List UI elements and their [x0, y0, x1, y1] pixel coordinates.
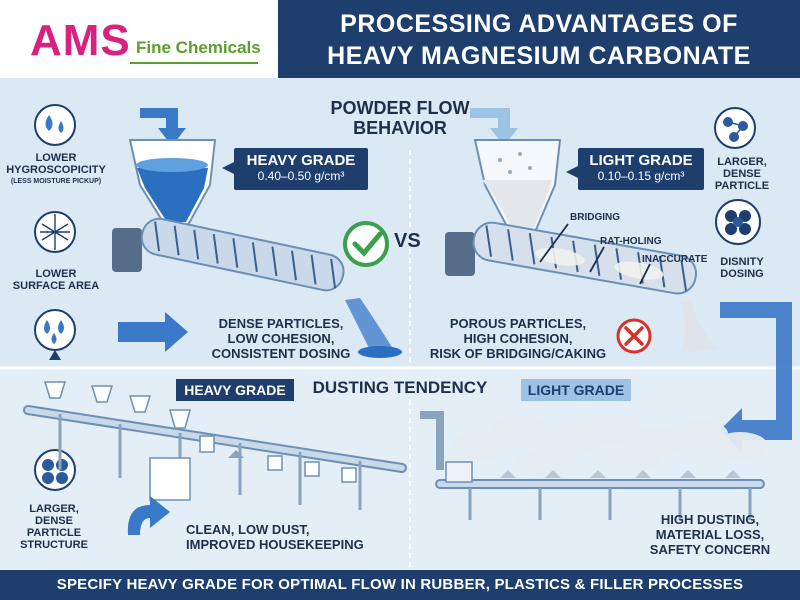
particle-structure-line4: STRUCTURE	[20, 539, 88, 551]
header-bar	[278, 0, 800, 78]
light-conveyor	[420, 411, 768, 520]
logo-subtitle: Fine Chemicals	[136, 38, 261, 57]
particle-cluster-icon	[34, 449, 76, 491]
right-particle-label: LARGER, DENSE PARTICLE	[700, 156, 784, 192]
right-dosing-line1: DISNITY	[720, 256, 764, 268]
molecule-icon	[714, 107, 756, 149]
heavy-flow-caption-line2: LOW COHESION,	[227, 331, 335, 346]
surface-area-label-line2: SURFACE AREA	[12, 280, 100, 292]
hygroscopicity-label-line2: HYGROSCOPICITY	[6, 164, 106, 176]
hygroscopicity-label: LOWER HYGROSCOPICITY (LESS MOISTURE PICK…	[0, 152, 112, 188]
particle-structure-line3: PARTICLE	[26, 527, 82, 539]
light-grade-density: 0.10–0.15 g/cm³	[597, 169, 685, 183]
vs-label: VS	[394, 230, 421, 252]
logo-brand: AMS	[30, 16, 131, 65]
dusting-heavy-label: HEAVY GRADE	[176, 379, 294, 401]
surface-area-label: LOWER SURFACE AREA	[0, 268, 112, 292]
heavy-grade-name: HEAVY GRADE	[246, 152, 356, 169]
particle-structure-label: LARGER, DENSE PARTICLE STRUCTURE	[4, 503, 104, 551]
light-grade-name: LIGHT GRADE	[589, 152, 693, 169]
right-particle-line1: LARGER,	[717, 156, 767, 168]
heavy-grade-density: 0.40–0.50 g/cm³	[257, 169, 345, 183]
powder-flow-title-line2: BEHAVIOR	[353, 118, 447, 138]
bottom-banner	[0, 570, 800, 600]
x-icon	[616, 318, 652, 354]
dusting-title: DUSTING TENDENCY	[312, 378, 488, 397]
light-flow-caption: POROUS PARTICLES, HIGH COHESION, RISK OF…	[420, 316, 616, 361]
water-drop-icon	[34, 104, 76, 146]
heavy-dust-caption-line1: CLEAN, LOW DUST,	[186, 522, 310, 537]
light-flow-caption-line3: RISK OF BRIDGING/CAKING	[429, 346, 607, 361]
inaccurate-label: INACCURATE	[642, 254, 708, 265]
logo-underline	[130, 62, 258, 64]
logo-panel	[0, 0, 278, 78]
bridging-label: BRIDGING	[570, 212, 620, 223]
banner-text: SPECIFY HEAVY GRADE FOR OPTIMAL FLOW IN …	[56, 576, 744, 593]
light-grade-box: LIGHT GRADE 0.10–0.15 g/cm³	[578, 148, 704, 190]
heavy-dust-caption-line2: IMPROVED HOUSEKEEPING	[186, 537, 364, 552]
dusting-light-label: LIGHT GRADE	[521, 379, 631, 401]
rat-holing-label: RAT-HOLING	[600, 236, 662, 247]
page-title-line1: PROCESSING ADVANTAGES OF	[340, 10, 738, 38]
light-dust-caption-line3: SAFETY CONCERN	[649, 542, 771, 557]
particle-structure-line2: DENSE	[35, 515, 73, 527]
light-dust-caption-line2: MATERIAL LOSS,	[655, 527, 765, 542]
hygroscopicity-label-line1: LOWER	[35, 152, 77, 164]
heavy-flow-caption-line1: DENSE PARTICLES,	[218, 316, 344, 331]
right-dosing-label: DISNITY DOSING	[700, 256, 784, 280]
light-flow-caption-line2: HIGH COHESION,	[463, 331, 573, 346]
page-title-line2: HEAVY MAGNESIUM CARBONATE	[327, 42, 751, 70]
particle-cluster-icon-right	[715, 199, 761, 245]
right-particle-line2: DENSE	[723, 168, 761, 180]
light-flow-caption-line1: POROUS PARTICLES,	[449, 316, 587, 331]
powder-flow-title-line1: POWDER FLOW	[330, 98, 470, 118]
heavy-grade-box: HEAVY GRADE 0.40–0.50 g/cm³	[234, 148, 368, 190]
hygroscopicity-note: (LESS MOISTURE PICKUP)	[10, 178, 102, 185]
heavy-conveyor	[23, 381, 407, 510]
drops-icon	[34, 309, 76, 360]
right-particle-line3: PARTICLE	[714, 180, 770, 192]
light-dust-caption-line1: HIGH DUSTING,	[660, 512, 760, 527]
heavy-flow-caption: DENSE PARTICLES, LOW COHESION, CONSISTEN…	[206, 316, 356, 361]
surface-area-label-line1: LOWER	[35, 268, 77, 280]
right-dosing-line2: DOSING	[720, 268, 764, 280]
light-dust-caption: HIGH DUSTING, MATERIAL LOSS, SAFETY CONC…	[640, 512, 780, 557]
check-icon	[343, 221, 389, 267]
surface-net-icon	[34, 211, 76, 253]
particle-structure-line1: LARGER,	[29, 503, 79, 515]
heavy-dust-caption: CLEAN, LOW DUST, IMPROVED HOUSEKEEPING	[186, 522, 406, 552]
heavy-flow-caption-line3: CONSISTENT DOSING	[211, 346, 351, 361]
